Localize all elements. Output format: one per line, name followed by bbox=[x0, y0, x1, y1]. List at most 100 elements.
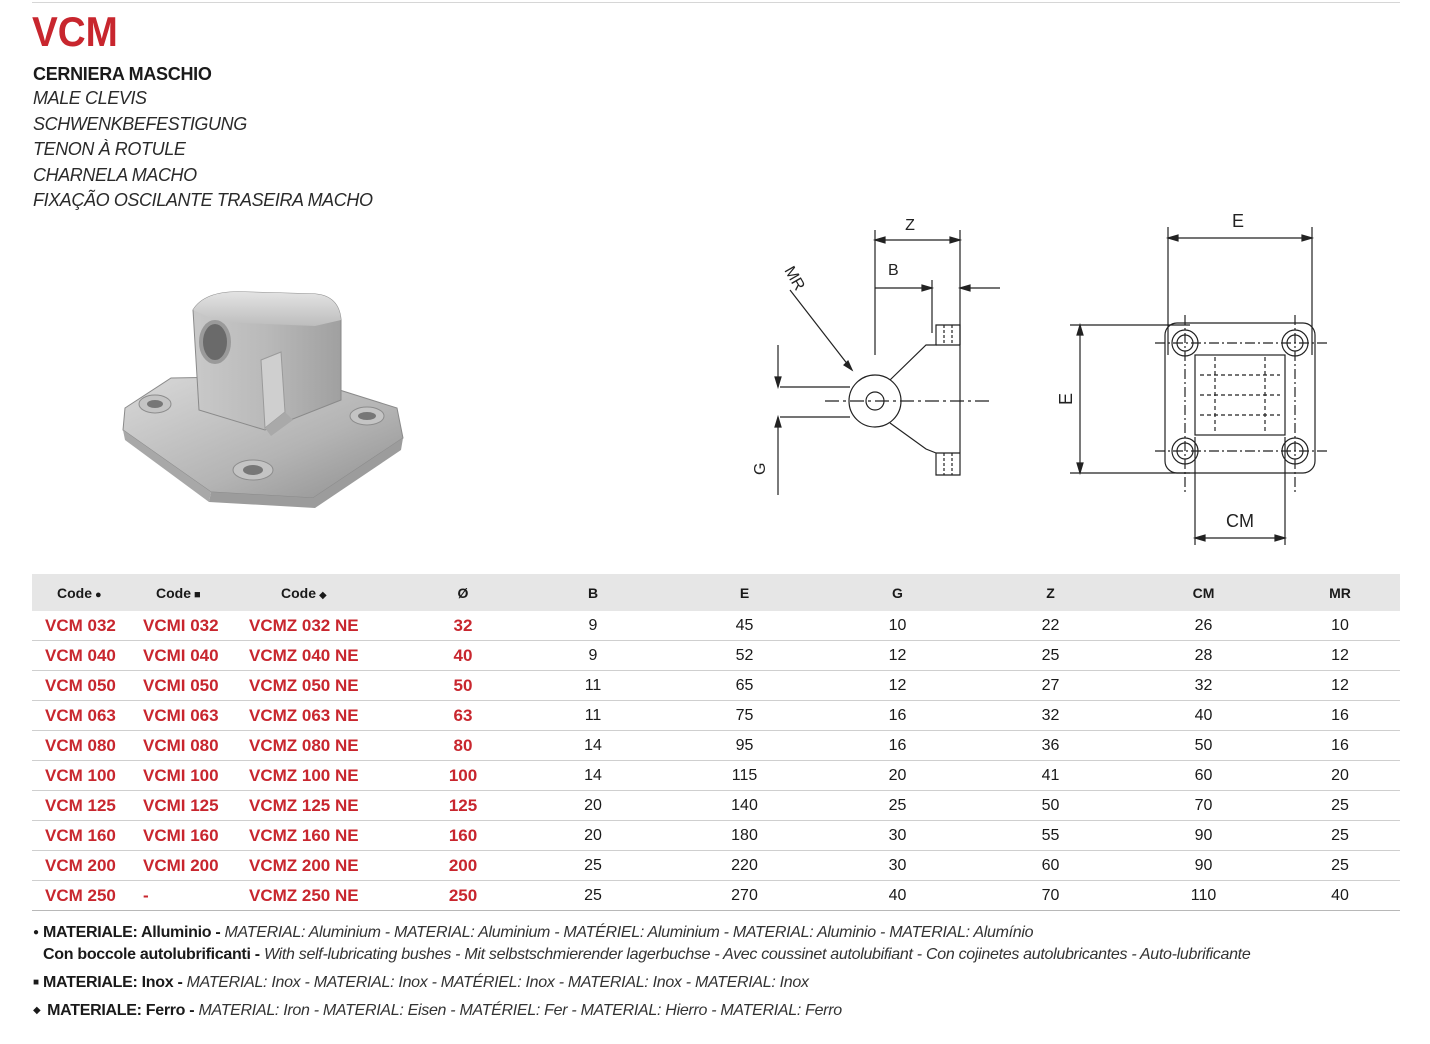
cell-z: 22 bbox=[974, 611, 1127, 641]
note-iron: ◆ MATERIALE: Ferro - MATERIAL: Iron - MA… bbox=[33, 1000, 1250, 1022]
cell-e: 65 bbox=[668, 670, 821, 701]
cell-e: 270 bbox=[668, 880, 821, 911]
cell-code-inox: VCMI 200 bbox=[132, 850, 235, 881]
product-code-title: VCM bbox=[32, 8, 118, 55]
note-aluminium: ●MATERIALE: Alluminio - MATERIAL: Alumin… bbox=[33, 922, 1250, 944]
cell-z: 41 bbox=[974, 760, 1127, 791]
cell-mr: 40 bbox=[1280, 880, 1400, 911]
product-names: CERNIERA MASCHIO MALE CLEVIS SCHWENKBEFE… bbox=[33, 62, 373, 214]
cell-code-iron: VCMZ 250 NE bbox=[235, 880, 408, 911]
cell-code-iron: VCMZ 040 NE bbox=[235, 640, 408, 671]
cell-diameter: 32 bbox=[408, 611, 518, 641]
name-portuguese: FIXAÇÃO OSCILANTE TRASEIRA MACHO bbox=[33, 190, 373, 210]
cell-cm: 110 bbox=[1127, 880, 1280, 911]
cell-z: 60 bbox=[974, 850, 1127, 881]
cell-code-iron: VCMZ 032 NE bbox=[235, 611, 408, 641]
cell-z: 50 bbox=[974, 790, 1127, 821]
cell-cm: 40 bbox=[1127, 700, 1280, 731]
cell-g: 12 bbox=[821, 640, 974, 671]
table-header-row: Code● Code■ Code◆ Ø B E G Z CM MR bbox=[32, 574, 1400, 611]
cell-cm: 50 bbox=[1127, 730, 1280, 761]
cell-cm: 26 bbox=[1127, 611, 1280, 641]
top-view-drawing: E E CM bbox=[1056, 211, 1330, 545]
cell-b: 14 bbox=[518, 730, 668, 761]
name-french: TENON À ROTULE bbox=[33, 139, 186, 159]
cell-diameter: 100 bbox=[408, 760, 518, 791]
cell-code-inox: - bbox=[132, 880, 235, 911]
header-diameter: Ø bbox=[457, 584, 469, 601]
cell-z: 32 bbox=[974, 700, 1127, 731]
cell-code-iron: VCMZ 125 NE bbox=[235, 790, 408, 821]
cell-diameter: 125 bbox=[408, 790, 518, 821]
name-german: SCHWENKBEFESTIGUNG bbox=[33, 113, 247, 134]
cell-b: 11 bbox=[518, 670, 668, 701]
cell-mr: 16 bbox=[1280, 700, 1400, 731]
cell-mr: 25 bbox=[1280, 820, 1400, 851]
circle-marker-icon: ● bbox=[95, 588, 102, 601]
cell-diameter: 80 bbox=[408, 730, 518, 761]
cell-code-aluminium: VCM 080 bbox=[32, 730, 132, 761]
cell-code-iron: VCMZ 080 NE bbox=[235, 730, 408, 761]
cell-g: 40 bbox=[821, 880, 974, 911]
cell-diameter: 160 bbox=[408, 820, 518, 851]
cell-diameter: 40 bbox=[408, 640, 518, 671]
header-code-iron: Code◆ bbox=[281, 584, 327, 601]
note-inox: ■MATERIALE: Inox - MATERIAL: Inox - MATE… bbox=[33, 972, 1250, 994]
cell-code-inox: VCMI 160 bbox=[132, 820, 235, 851]
cell-code-aluminium: VCM 250 bbox=[32, 880, 132, 911]
cell-code-inox: VCMI 032 bbox=[132, 611, 235, 641]
square-marker-icon: ■ bbox=[33, 977, 39, 988]
cell-mr: 10 bbox=[1280, 611, 1400, 641]
cell-cm: 60 bbox=[1127, 760, 1280, 791]
cell-z: 70 bbox=[974, 880, 1127, 911]
cell-code-aluminium: VCM 032 bbox=[32, 611, 132, 641]
cell-e: 45 bbox=[668, 611, 821, 641]
header-code-inox: Code■ bbox=[156, 584, 201, 601]
cell-mr: 12 bbox=[1280, 640, 1400, 671]
cell-code-iron: VCMZ 160 NE bbox=[235, 820, 408, 851]
header-z: Z bbox=[1046, 584, 1055, 601]
cell-cm: 28 bbox=[1127, 640, 1280, 671]
cell-b: 9 bbox=[518, 611, 668, 641]
cell-g: 12 bbox=[821, 670, 974, 701]
cell-code-inox: VCMI 050 bbox=[132, 670, 235, 701]
header-b: B bbox=[587, 584, 599, 601]
dim-label-mr: MR bbox=[781, 264, 808, 294]
cell-diameter: 250 bbox=[408, 880, 518, 911]
dim-label-z: Z bbox=[905, 217, 915, 234]
material-notes: ●MATERIALE: Alluminio - MATERIAL: Alumin… bbox=[33, 922, 1251, 1022]
cell-code-iron: VCMZ 200 NE bbox=[235, 850, 408, 881]
header-cm: CM bbox=[1192, 584, 1215, 601]
header-mr: MR bbox=[1329, 584, 1351, 601]
cell-cm: 90 bbox=[1127, 850, 1280, 881]
cell-mr: 16 bbox=[1280, 730, 1400, 761]
dim-label-e-top: E bbox=[1232, 211, 1244, 231]
name-english: MALE CLEVIS bbox=[33, 88, 147, 108]
cell-cm: 90 bbox=[1127, 820, 1280, 851]
product-photo bbox=[122, 291, 404, 508]
cell-code-inox: VCMI 125 bbox=[132, 790, 235, 821]
cell-code-aluminium: VCM 100 bbox=[32, 760, 132, 791]
dim-label-g: G bbox=[752, 463, 769, 475]
name-italian: CERNIERA MASCHIO bbox=[33, 64, 212, 84]
cell-e: 95 bbox=[668, 730, 821, 761]
cell-e: 75 bbox=[668, 700, 821, 731]
cell-mr: 25 bbox=[1280, 850, 1400, 881]
cell-code-inox: VCMI 040 bbox=[132, 640, 235, 671]
cell-e: 115 bbox=[668, 760, 821, 791]
cell-code-iron: VCMZ 063 NE bbox=[235, 700, 408, 731]
cell-code-aluminium: VCM 050 bbox=[32, 670, 132, 701]
cell-g: 16 bbox=[821, 730, 974, 761]
top-divider bbox=[32, 2, 1400, 3]
cell-g: 16 bbox=[821, 700, 974, 731]
dim-label-cm: CM bbox=[1226, 511, 1254, 531]
dim-label-e-side: E bbox=[1056, 393, 1076, 405]
cell-code-aluminium: VCM 040 bbox=[32, 640, 132, 671]
cell-mr: 20 bbox=[1280, 760, 1400, 791]
cell-code-inox: VCMI 100 bbox=[132, 760, 235, 791]
